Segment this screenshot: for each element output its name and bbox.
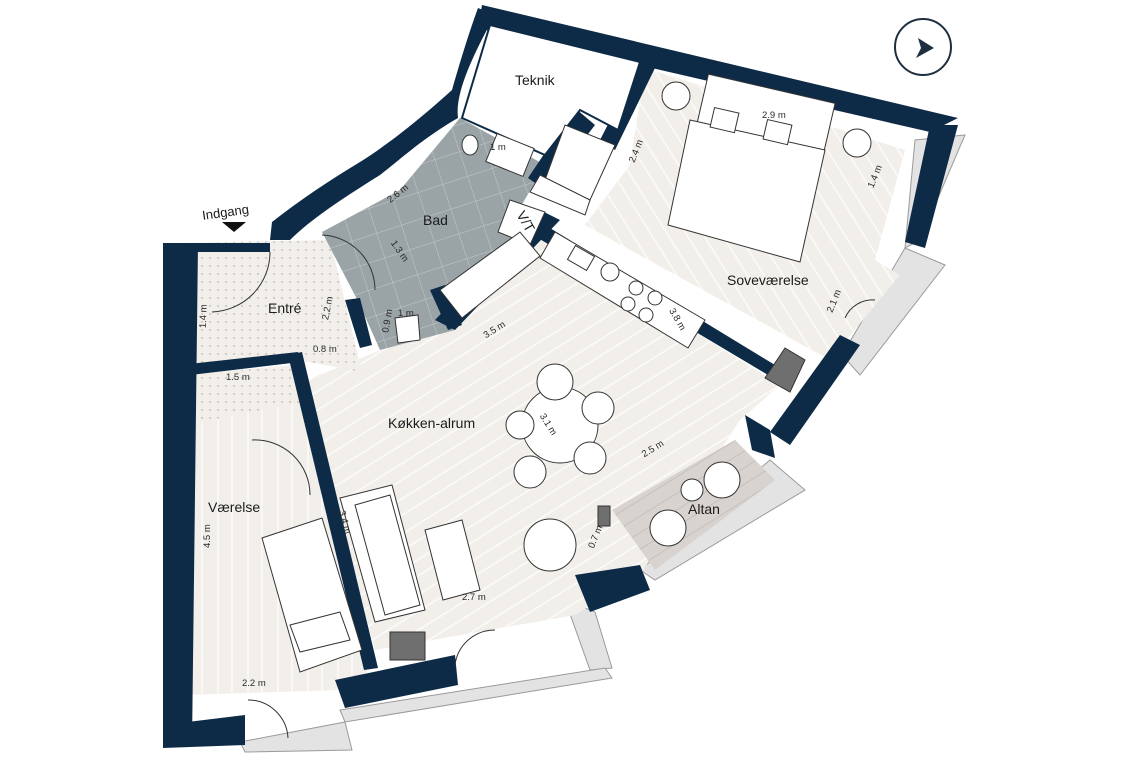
dim-entre-1-4: 1.4 m — [198, 304, 210, 328]
dim-room-1-5: 1.5 m — [226, 372, 250, 383]
dim-room-4-5: 4.5 m — [202, 524, 213, 548]
dim-living-2-7: 2.7 m — [462, 592, 486, 603]
label-kokken-alrum: Køkken-alrum — [388, 415, 475, 431]
entrance-arrow-icon — [222, 222, 246, 232]
kitchen — [439, 231, 706, 349]
dim-bad-1-0: 1 m — [398, 308, 414, 319]
dim-room-2-2: 2.2 m — [242, 678, 266, 689]
label-sovevaerelse: Soveværelse — [727, 272, 809, 288]
living-furniture — [339, 484, 481, 623]
dim-bad-0-9: 0.9 m — [380, 308, 395, 333]
label-entre: Entré — [268, 300, 302, 316]
floor-entre — [178, 240, 362, 372]
doors — [211, 251, 876, 739]
north-arrow-icon — [894, 18, 952, 76]
dim-bedroom-width: 2.9 m — [762, 110, 786, 121]
wardrobe — [529, 124, 616, 216]
columns — [389, 347, 806, 661]
labels: Teknik Bad Entré Soveværelse Køkken-alru… — [201, 72, 809, 517]
room-teknik — [460, 23, 642, 157]
label-altan: Altan — [688, 501, 720, 517]
dim-entre-0-8: 0.8 m — [313, 344, 337, 355]
bedroom-furniture — [661, 73, 872, 263]
dim-entre-2-2: 2.2 m — [320, 295, 336, 321]
bathroom-fixtures — [321, 132, 546, 344]
dim-bad-1-0b: 1 m — [490, 142, 506, 153]
label-vaerelse: Værelse — [208, 499, 260, 515]
balcony-furniture — [649, 461, 741, 547]
dining-set — [505, 363, 615, 572]
room-bed — [261, 517, 363, 673]
label-bad: Bad — [423, 212, 448, 228]
floor-bad — [322, 118, 545, 350]
label-indgang: Indgang — [201, 201, 250, 222]
label-teknik: Teknik — [515, 72, 556, 88]
